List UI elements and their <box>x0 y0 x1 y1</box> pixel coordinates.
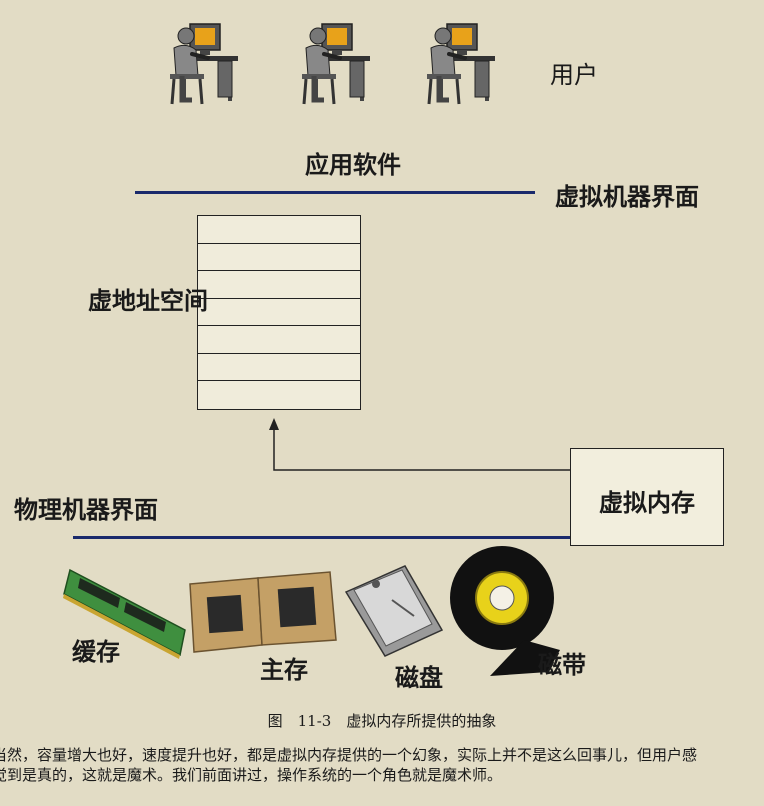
figure-caption: 图 11-3 虚拟内存所提供的抽象 <box>267 712 497 730</box>
address-space-row <box>198 354 360 381</box>
tape-reel-icon <box>450 546 560 676</box>
virtual-memory-box: 虚拟内存 <box>570 448 724 546</box>
disk-label: 磁盘 <box>395 664 443 692</box>
mapping-arrow <box>269 418 570 471</box>
main-memory-label: 主存 <box>260 656 308 684</box>
virtual-address-space-stack <box>197 215 361 410</box>
tape-label: 磁带 <box>538 651 586 679</box>
virtual-address-space-label: 虚地址空间 <box>88 287 208 315</box>
users-label: 用户 <box>550 61 598 89</box>
address-space-row <box>198 271 360 299</box>
user-computer-icon <box>302 24 370 104</box>
physical-interface-line <box>73 536 570 539</box>
cpu-chip-icon <box>257 571 337 646</box>
user-computer-icon <box>170 24 238 104</box>
vm-interface-label: 虚拟机器界面 <box>555 183 699 211</box>
hard-disk-icon <box>344 565 444 657</box>
cpu-chip-icon <box>189 577 263 653</box>
virtual-memory-label: 虚拟内存 <box>599 489 695 517</box>
address-space-row <box>198 244 360 271</box>
address-space-row <box>198 216 360 244</box>
address-space-row <box>198 381 360 409</box>
user-computer-icon <box>427 24 495 104</box>
virtual-interface-line <box>135 191 535 194</box>
address-space-row <box>198 326 360 354</box>
physical-interface-label: 物理机器界面 <box>14 496 158 524</box>
cache-label: 缓存 <box>72 638 120 666</box>
address-space-row <box>198 299 360 326</box>
ram-stick-icon <box>63 568 186 659</box>
body-line: 当然，容量增大也好，速度提升也好，都是虚拟内存提供的一个幻象，实际上并不是这么回… <box>0 746 698 764</box>
body-line: 觉到是真的，这就是魔术。我们前面讲过，操作系统的一个角色就是魔术师。 <box>0 766 503 784</box>
body-paragraph: 当然，容量增大也好，速度提升也好，都是虚拟内存提供的一个幻象，实际上并不是这么回… <box>0 745 764 785</box>
app-software-label: 应用软件 <box>305 151 401 179</box>
